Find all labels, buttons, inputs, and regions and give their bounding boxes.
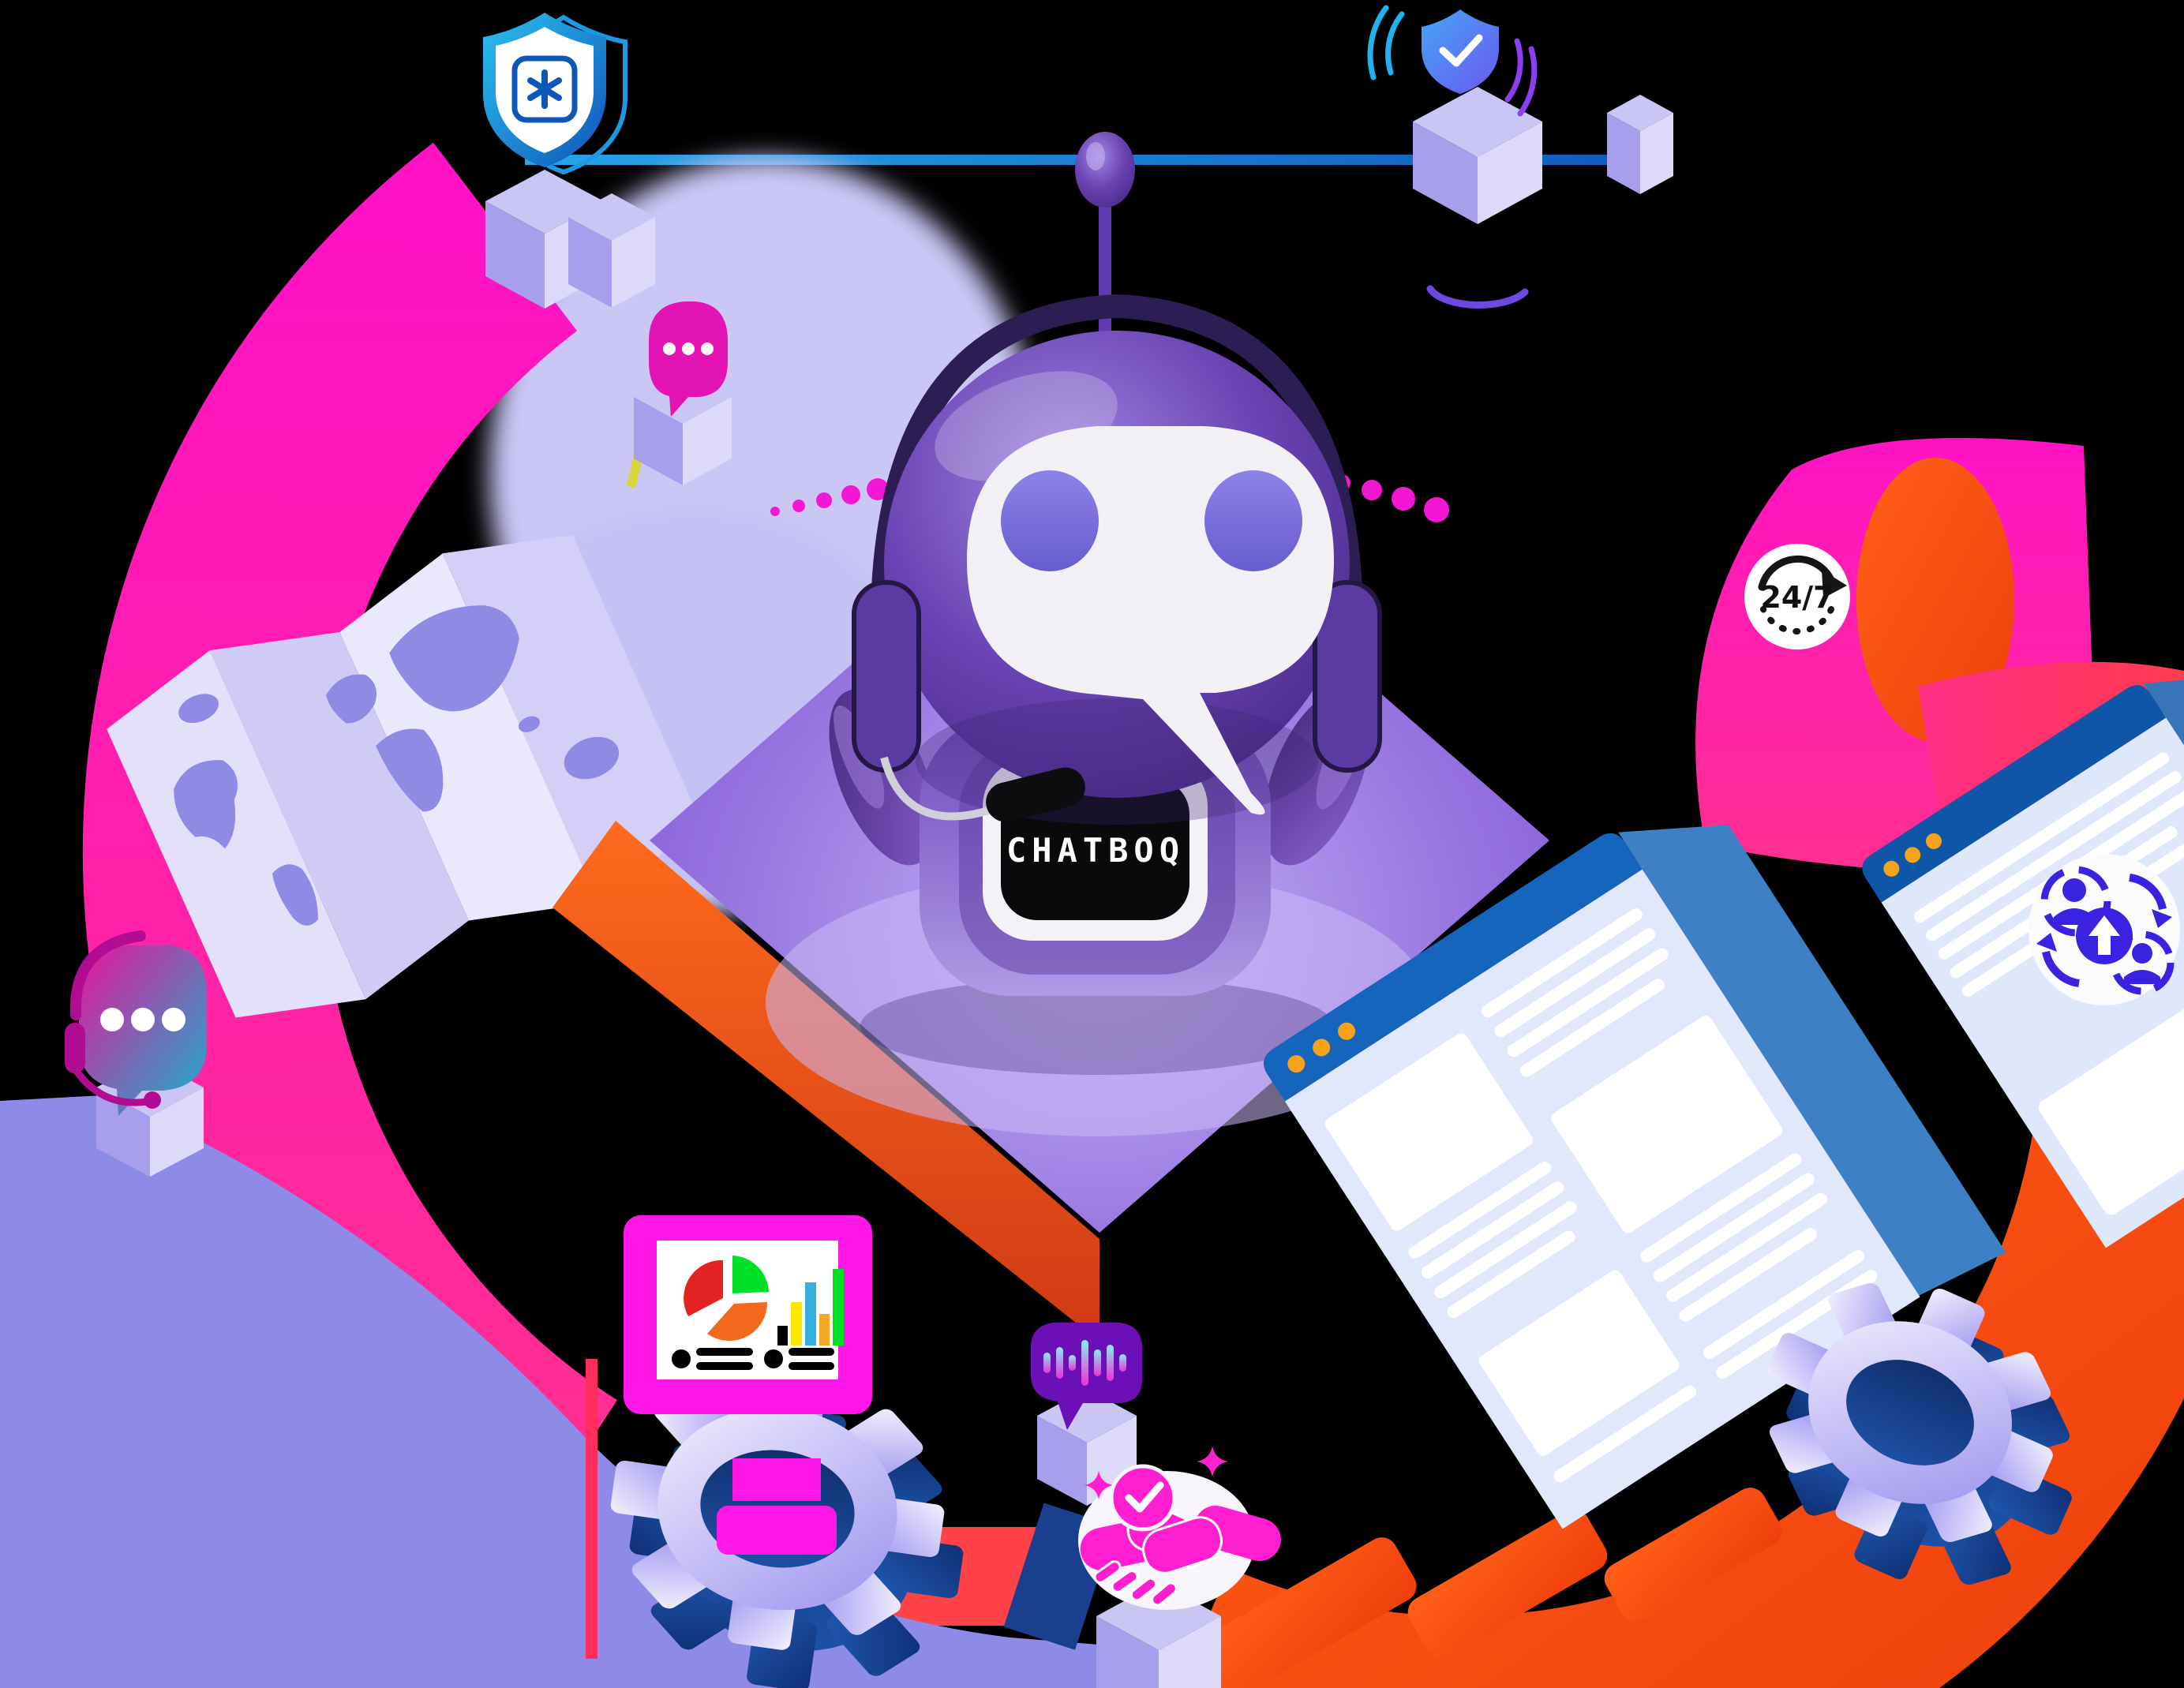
handshake-agreement-icon <box>1078 1446 1281 1610</box>
cube <box>1607 95 1673 194</box>
world-map <box>107 534 702 1018</box>
bar-chart-icon <box>777 1269 844 1346</box>
face-plate <box>967 426 1334 815</box>
gear-hole <box>1846 1360 1974 1465</box>
check-icon <box>1439 34 1483 67</box>
window-side <box>1618 825 2006 1296</box>
map-continents <box>174 605 620 926</box>
window-titlebar <box>1862 685 2167 903</box>
swirl-orange-topright <box>1856 458 2014 742</box>
window-content <box>1324 908 1878 1483</box>
chatbot-robot: CHATBOQ <box>829 132 1382 996</box>
bullet-list <box>672 1348 834 1370</box>
sparkle-icon <box>1085 1471 1113 1499</box>
chest-screen <box>1001 778 1189 920</box>
headset-band <box>69 930 146 1020</box>
password-shield-icon <box>483 13 627 175</box>
sparkle-icon <box>1197 1446 1228 1477</box>
arrow-arc-icon <box>1758 555 1837 591</box>
eye-right <box>1204 470 1302 571</box>
browser-window-front <box>1263 825 2006 1529</box>
swirl-periwinkle <box>0 1095 1208 1688</box>
support-hours-text: 24/7 <box>1760 580 1834 615</box>
eye-left <box>1001 470 1099 571</box>
chatboq-text: CHATBOQ <box>1006 831 1185 870</box>
ear-cup-left <box>852 580 921 773</box>
waveform-icon <box>1043 1340 1126 1386</box>
asterisk-icon <box>527 69 562 109</box>
mic-icon <box>986 767 1085 822</box>
voice-message-bubble-icon <box>1031 1323 1142 1430</box>
headband <box>871 294 1363 608</box>
window-titlebar <box>1263 833 1643 1102</box>
user-sync-icon <box>2029 854 2180 1005</box>
support-headset-bubble-icon <box>65 930 207 1116</box>
pie-chart-icon <box>684 1256 769 1342</box>
monitor-base <box>717 1506 837 1555</box>
ear-cup-right <box>1313 580 1382 773</box>
settings-gear-right <box>1767 1282 2072 1585</box>
cube <box>568 193 655 308</box>
analytics-dashboard <box>624 1215 872 1414</box>
settings-gear-left <box>610 1368 1115 1688</box>
swirl-orange-stripes <box>1188 1488 1782 1688</box>
headset-earpad <box>65 1023 85 1073</box>
headset-mic <box>73 1068 148 1106</box>
chat-dots-bubble-icon <box>649 301 728 417</box>
map-panel <box>107 650 366 1018</box>
map-panel <box>209 631 469 1000</box>
cube <box>1413 87 1542 224</box>
dots-trail-left <box>770 478 889 516</box>
monitor-stand <box>732 1458 821 1501</box>
check-circle-icon <box>1109 1464 1177 1532</box>
mic-boom <box>880 756 1002 821</box>
robot-shadow <box>860 977 1334 1075</box>
availability-badge: 24/7 <box>1744 544 1850 649</box>
red-accent-strip <box>586 1359 598 1659</box>
verified-shield-icon <box>1367 5 1538 309</box>
platform-shadow <box>553 821 1099 1342</box>
upload-arrow-icon <box>2088 915 2120 955</box>
